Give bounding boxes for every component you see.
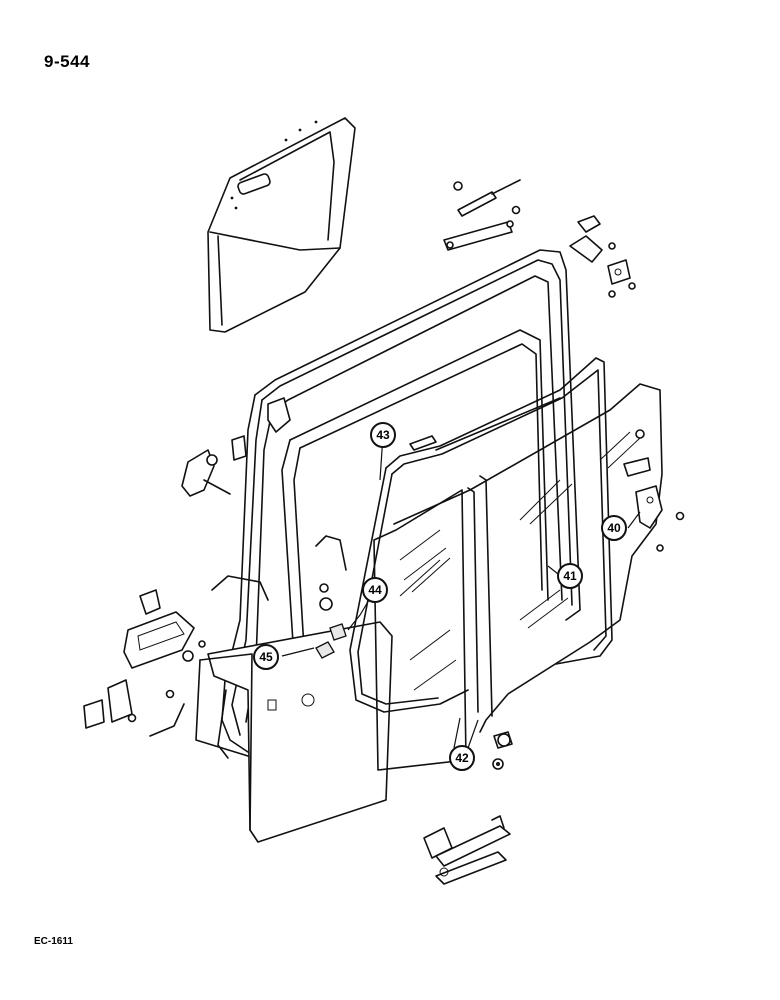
callout-40: 40 [601, 515, 627, 541]
gas-strut [443, 179, 521, 251]
callout-44: 44 [362, 577, 388, 603]
svg-text:42: 42 [455, 751, 469, 765]
leader-42b [467, 719, 479, 749]
leader-40 [627, 511, 641, 529]
footer-code: EC-1611 [34, 936, 73, 947]
small-fittings [315, 583, 347, 659]
callout-41: 41 [557, 563, 583, 589]
door-lower-panel [195, 621, 393, 843]
outer-door-handle [423, 815, 511, 885]
leader-41 [547, 565, 559, 575]
lower-hinge [623, 429, 685, 552]
callout-43: 43 [370, 422, 396, 448]
svg-text:40: 40 [607, 521, 621, 535]
svg-text:41: 41 [563, 569, 577, 583]
bottom-fasteners [492, 731, 513, 770]
svg-text:44: 44 [368, 583, 382, 597]
sliding-glass [373, 475, 493, 771]
callout-42: 42 [449, 745, 475, 771]
door-pocket-panel [207, 117, 356, 333]
upper-hinge [569, 215, 636, 298]
page-number: 9-544 [44, 52, 90, 71]
door-latch [83, 535, 347, 737]
leader-42a [453, 717, 461, 749]
callout-45: 45 [253, 644, 279, 670]
door-glass [393, 383, 663, 733]
svg-text:43: 43 [376, 428, 390, 442]
inner-handle-parts [181, 397, 291, 497]
svg-text:45: 45 [259, 650, 273, 664]
leader-45 [281, 647, 315, 657]
